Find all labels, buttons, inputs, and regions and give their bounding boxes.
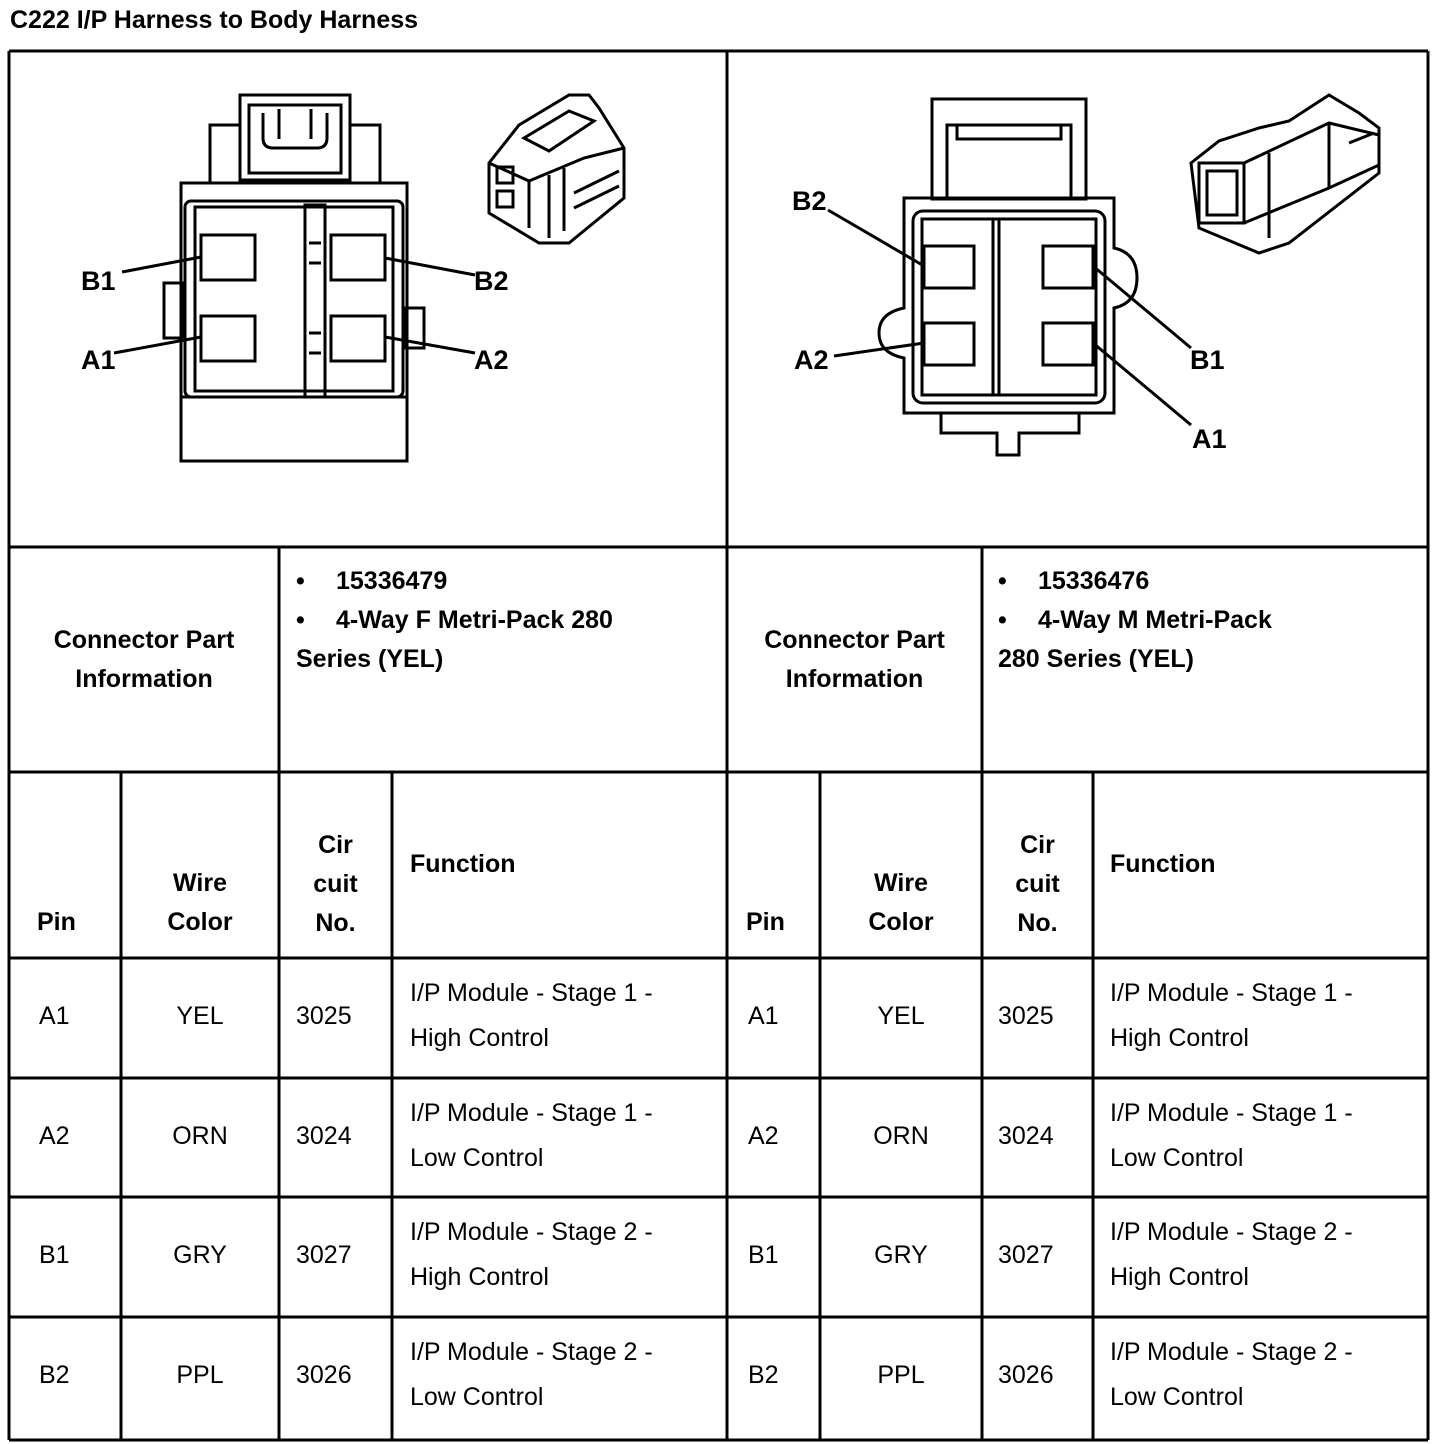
right-row-function: I/P Module - Stage 1 -High Control bbox=[1110, 979, 1353, 1052]
left-row-wire-color: GRY bbox=[173, 1241, 227, 1269]
left-part-number: 15336479 bbox=[336, 567, 448, 595]
left-row-pin: B2 bbox=[39, 1361, 70, 1389]
left-row-circuit: 3025 bbox=[296, 1002, 352, 1030]
right-pin-label-b2: B2 bbox=[792, 186, 827, 216]
left-row-pin: A1 bbox=[39, 1002, 70, 1030]
left-row-circuit: 3027 bbox=[296, 1241, 352, 1269]
right-info-label: Connector Part Information bbox=[764, 626, 945, 693]
right-row-circuit: 3027 bbox=[998, 1241, 1054, 1269]
right-header-function: Function bbox=[1110, 850, 1216, 878]
right-row-pin: B2 bbox=[748, 1361, 779, 1389]
right-row-wire-color: ORN bbox=[873, 1122, 929, 1150]
left-pin-label-b2: B2 bbox=[474, 266, 509, 296]
right-pin-label-b1: B1 bbox=[1190, 345, 1225, 375]
left-connector-face-drawing bbox=[113, 93, 626, 463]
left-row-function: I/P Module - Stage 1 -High Control bbox=[410, 979, 653, 1052]
left-pin-label-b1: B1 bbox=[81, 266, 116, 296]
right-row-circuit: 3025 bbox=[998, 1002, 1054, 1030]
right-part-desc-2: 280 Series (YEL) bbox=[998, 645, 1194, 673]
right-row-pin: A2 bbox=[748, 1122, 779, 1150]
page-title: C222 I/P Harness to Body Harness bbox=[10, 6, 419, 34]
right-row-circuit: 3026 bbox=[998, 1361, 1054, 1389]
right-part-number: 15336476 bbox=[1038, 567, 1150, 595]
left-part-info: •15336479 •4-Way F Metri-Pack 280 Series… bbox=[296, 562, 721, 679]
left-row-pin: B1 bbox=[39, 1241, 70, 1269]
right-pin-label-a1: A1 bbox=[1192, 424, 1227, 454]
left-pin-label-a1: A1 bbox=[81, 345, 116, 375]
right-row-pin: A1 bbox=[748, 1002, 779, 1030]
right-row-circuit: 3024 bbox=[998, 1122, 1054, 1150]
right-pin-label-a2: A2 bbox=[794, 345, 829, 375]
right-part-info: •15336476 •4-Way M Metri-Pack 280 Series… bbox=[998, 562, 1423, 679]
left-row-circuit: 3024 bbox=[296, 1122, 352, 1150]
right-row-function: I/P Module - Stage 2 -High Control bbox=[1110, 1218, 1353, 1291]
left-header-function: Function bbox=[410, 850, 516, 878]
left-row-wire-color: PPL bbox=[176, 1361, 224, 1389]
left-part-desc-1: 4-Way F Metri-Pack 280 bbox=[336, 606, 613, 634]
right-connector-face-drawing bbox=[827, 93, 1381, 457]
right-header-pin: Pin bbox=[746, 908, 785, 936]
right-part-desc-1: 4-Way M Metri-Pack bbox=[1038, 606, 1272, 634]
right-row-pin: B1 bbox=[748, 1241, 779, 1269]
left-info-label: Connector Part Information bbox=[53, 626, 235, 693]
right-row-wire-color: PPL bbox=[877, 1361, 925, 1389]
right-row-function: I/P Module - Stage 1 -Low Control bbox=[1110, 1099, 1353, 1172]
left-row-wire-color: ORN bbox=[172, 1122, 228, 1150]
right-row-wire-color: GRY bbox=[874, 1241, 928, 1269]
left-pin-label-a2: A2 bbox=[474, 345, 509, 375]
left-row-function: I/P Module - Stage 2 -Low Control bbox=[410, 1338, 653, 1411]
right-row-wire-color: YEL bbox=[877, 1002, 925, 1030]
left-row-function: I/P Module - Stage 1 -Low Control bbox=[410, 1099, 653, 1172]
right-row-function: I/P Module - Stage 2 -Low Control bbox=[1110, 1338, 1353, 1411]
left-header-pin: Pin bbox=[37, 908, 76, 936]
left-row-function: I/P Module - Stage 2 -High Control bbox=[410, 1218, 653, 1291]
left-row-wire-color: YEL bbox=[176, 1002, 224, 1030]
left-row-circuit: 3026 bbox=[296, 1361, 352, 1389]
left-row-pin: A2 bbox=[39, 1122, 70, 1150]
left-part-desc-2: Series (YEL) bbox=[296, 645, 444, 673]
